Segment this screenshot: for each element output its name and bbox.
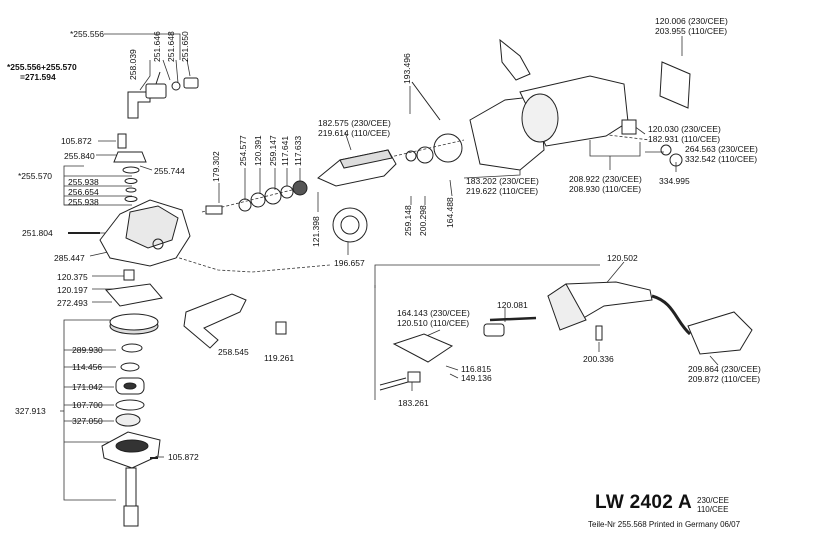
label-121-398: 121.398	[311, 216, 321, 247]
label-258-545: 258.545	[218, 347, 249, 357]
label-119-261: 119.261	[264, 353, 295, 363]
label-120-502: 120.502	[607, 253, 638, 263]
label-105-872-a: 105.872	[61, 136, 92, 146]
label-120-391: 120.391	[253, 135, 263, 166]
label-255-570: *255.570	[18, 171, 53, 181]
label-120-081: 120.081	[497, 300, 528, 310]
label-208-930: 208.930 (110/CEE)	[569, 184, 642, 194]
label-203-955: 203.955 (110/CEE)	[655, 26, 728, 36]
label-255-840: 255.840	[64, 151, 95, 161]
label-120-197: 120.197	[57, 285, 88, 295]
label-219-622: 219.622 (110/CEE)	[466, 186, 539, 196]
rear-handle-cable	[380, 282, 752, 390]
label-264-563: 264.563 (230/CEE)	[685, 144, 758, 154]
label-254-577: 254.577	[238, 135, 248, 166]
label-117-633: 117.633	[293, 135, 303, 166]
label-259-148: 259.148	[403, 205, 413, 236]
label-255-744: 255.744	[154, 166, 185, 176]
voltage-230: 230/CEE	[697, 496, 730, 505]
label-251-646: 251.646	[152, 31, 162, 62]
label-259-147: 259.147	[268, 135, 278, 166]
label-334-995: 334.995	[659, 176, 690, 186]
label-208-922: 208.922 (230/CEE)	[569, 174, 642, 184]
label-327-050: 327.050	[72, 416, 103, 426]
label-105-872-b: 105.872	[168, 452, 199, 462]
label-179-302: 179.302	[211, 151, 221, 182]
label-107-700: 107.700	[72, 400, 103, 410]
label-272-493: 272.493	[57, 298, 88, 308]
label-258-039: 258.039	[128, 49, 138, 80]
label-251-648: 251.648	[166, 31, 176, 62]
label-116-815: 116.815	[461, 364, 492, 374]
label-332-542: 332.542 (110/CEE)	[685, 154, 758, 164]
label-251-804: 251.804	[22, 228, 53, 238]
label-256-654: 256.654	[68, 187, 99, 197]
spindle-stack	[102, 270, 162, 526]
label-171-042: 171.042	[72, 382, 103, 392]
label-209-864: 209.864 (230/CEE)	[688, 364, 761, 374]
label-182-931: 182.931 (110/CEE)	[648, 134, 721, 144]
label-120-006: 120.006 (230/CEE)	[655, 16, 728, 26]
label-combo-a: *255.556+255.570	[7, 62, 77, 72]
air-nozzle-assembly	[118, 72, 198, 148]
label-114-456: 114.456	[72, 362, 103, 372]
label-251-650: 251.650	[180, 31, 190, 62]
label-149-136: 149.136	[461, 373, 492, 383]
label-117-641: 117.641	[280, 135, 290, 166]
label-255-556-top: *255.556	[70, 29, 105, 39]
gasket-stack	[114, 152, 146, 202]
label-193-496: 193.496	[402, 53, 412, 84]
label-182-575: 182.575 (230/CEE)	[318, 118, 391, 128]
footer-part-number: Teile-Nr 255.568 Printed in Germany 06/0…	[588, 520, 741, 529]
label-289-930: 289.930	[72, 345, 103, 355]
voltage-110: 110/CEE	[697, 505, 729, 514]
label-164-488: 164.488	[445, 197, 455, 228]
label-164-143: 164.143 (230/CEE)	[397, 308, 470, 318]
label-196-657: 196.657	[334, 258, 365, 268]
label-219-614: 219.614 (110/CEE)	[318, 128, 391, 138]
label-327-913: 327.913	[15, 406, 46, 416]
label-255-938-a: 255.938	[68, 177, 99, 187]
label-120-375: 120.375	[57, 272, 88, 282]
side-handle-bracket	[184, 294, 286, 348]
label-183-261: 183.261	[398, 398, 429, 408]
gear-housing	[68, 200, 190, 266]
label-183-202: 183.202 (230/CEE)	[466, 176, 539, 186]
armature-assembly	[206, 82, 462, 242]
label-120-030: 120.030 (230/CEE)	[648, 124, 721, 134]
label-200-298: 200.298	[418, 205, 428, 236]
label-285-447: 285.447	[54, 253, 85, 263]
label-209-872: 209.872 (110/CEE)	[688, 374, 761, 384]
motor-housing	[470, 40, 690, 170]
label-120-510: 120.510 (110/CEE)	[397, 318, 470, 328]
model-title: LW 2402 A	[595, 492, 693, 513]
label-combo-b: =271.594	[20, 72, 56, 82]
label-255-938-b: 255.938	[68, 197, 99, 207]
label-200-336: 200.336	[583, 354, 614, 364]
